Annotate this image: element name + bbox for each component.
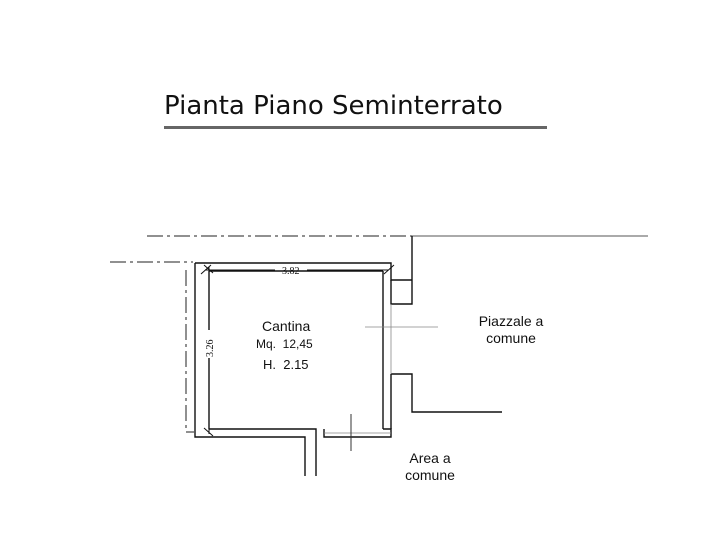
dimension-width bbox=[200, 264, 395, 275]
openings bbox=[324, 304, 438, 434]
area-label-line1: Area a bbox=[409, 450, 450, 466]
room-name: Cantina bbox=[262, 318, 310, 334]
dimension-depth-label: 3.26 bbox=[205, 340, 216, 358]
room-height: H. 2.15 bbox=[263, 357, 309, 372]
dimension-depth-gap bbox=[202, 330, 216, 358]
title-underline bbox=[164, 126, 547, 129]
piazzale-label-line2: comune bbox=[486, 330, 536, 346]
room-area: Mq. 12,45 bbox=[256, 337, 313, 351]
page-title: Pianta Piano Seminterrato bbox=[164, 91, 503, 121]
area-label-line2: comune bbox=[405, 467, 455, 483]
piazzale-label-line1: Piazzale a bbox=[479, 313, 544, 329]
property-boundary bbox=[110, 235, 412, 433]
room-walls bbox=[194, 236, 502, 476]
dimension-width-label: 3.82 bbox=[282, 266, 300, 277]
